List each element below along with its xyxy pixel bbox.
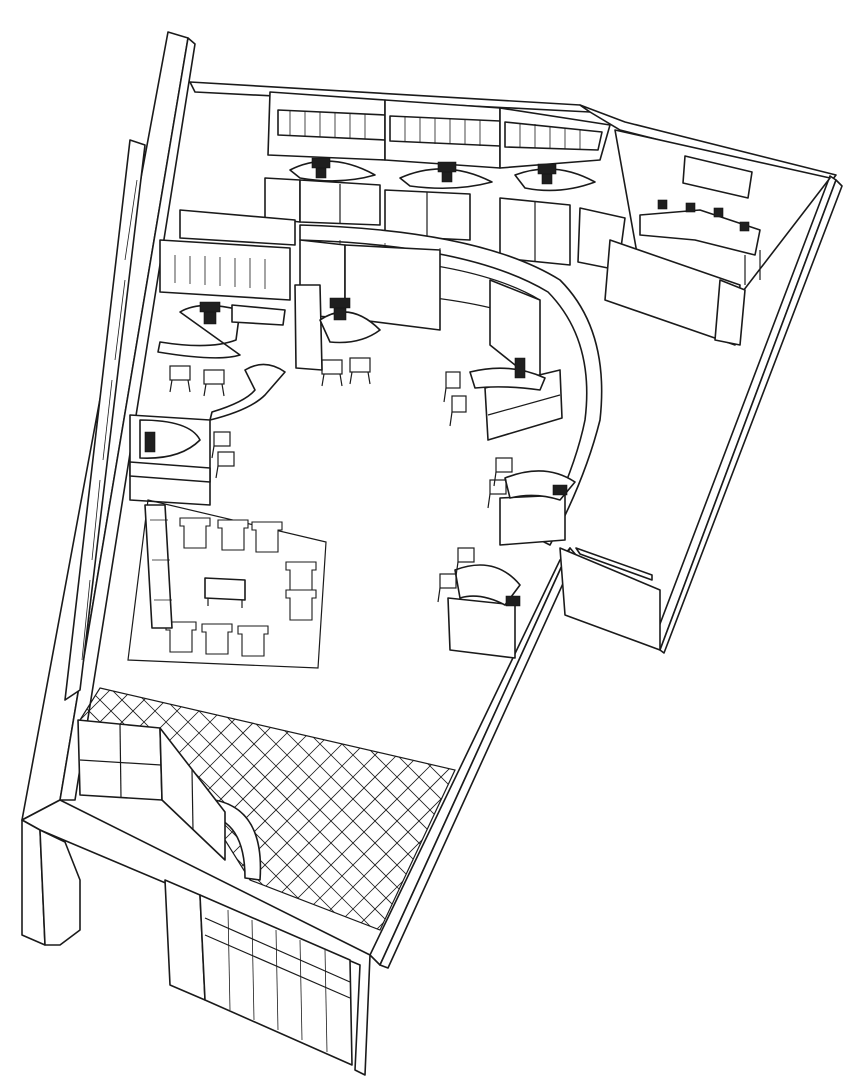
lounge-chair (251, 521, 283, 553)
lounge-chair (201, 623, 233, 655)
lounge-chair (217, 519, 249, 551)
lounge-chair (179, 517, 211, 549)
conference-room (604, 129, 831, 346)
private-office-1 (264, 91, 386, 226)
private-office-2 (384, 99, 501, 241)
private-office-3 (499, 107, 626, 271)
left-window-strip (64, 139, 146, 701)
lounge-chair (165, 621, 197, 653)
lounge-area (127, 499, 327, 669)
lounge-chair (285, 589, 317, 621)
lounge-chair (237, 625, 269, 657)
lounge-chair (285, 561, 317, 593)
entry-lobby (77, 687, 456, 931)
outer-walls (21, 31, 843, 1076)
front-window-wall (199, 894, 353, 1066)
left-workstation-area (129, 209, 381, 506)
right-workstation-area (437, 357, 576, 659)
